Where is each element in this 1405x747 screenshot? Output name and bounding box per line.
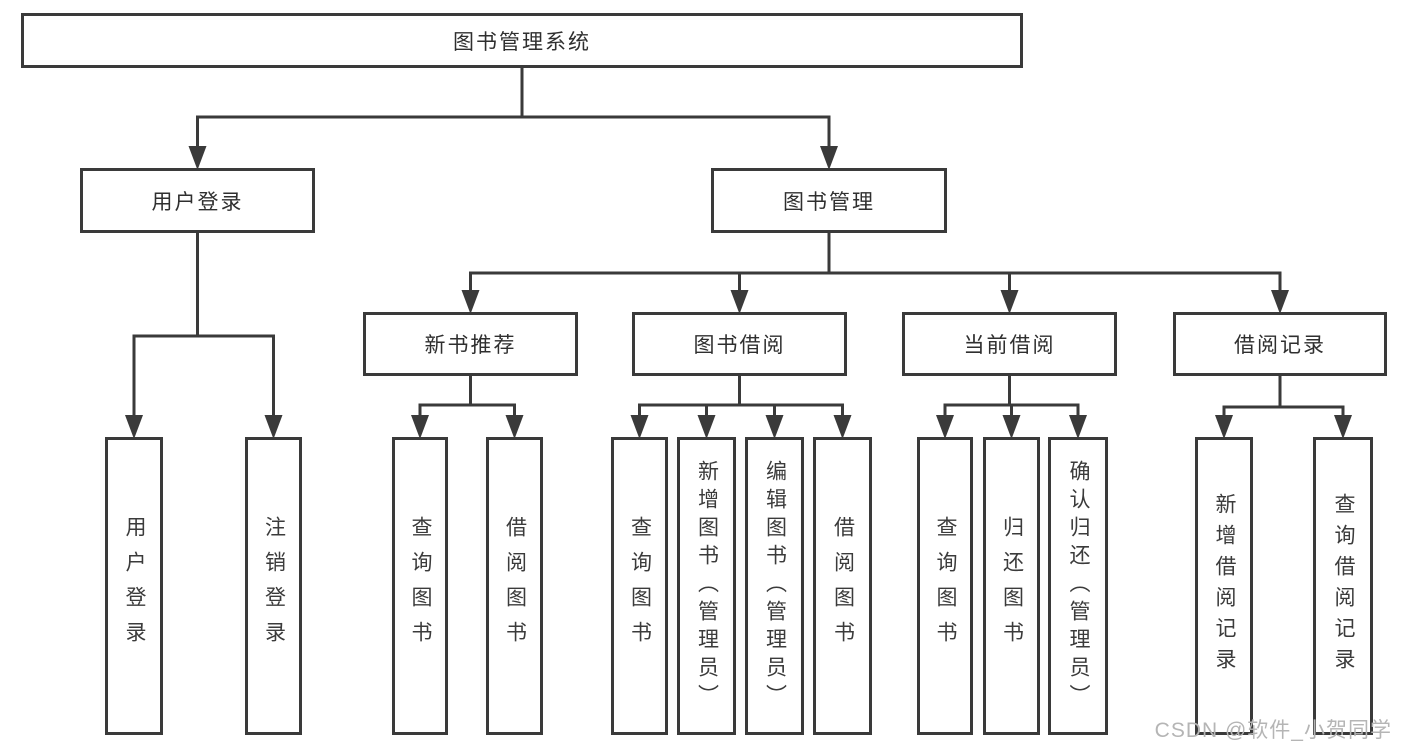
- node-label: 新增借阅记录: [1213, 493, 1236, 679]
- node-label: 借阅记录: [1234, 334, 1326, 357]
- node-label: 新增图书（管理员）: [695, 460, 719, 712]
- node-label: 编辑图书（管理员）: [763, 460, 787, 712]
- node-c2: 归还图书: [983, 437, 1040, 735]
- node-l2: 注销登录: [245, 437, 302, 735]
- watermark: CSDN @软件_小贺同学: [1154, 719, 1392, 742]
- node-label: 查询图书: [934, 516, 957, 656]
- node-label: 借阅图书: [831, 516, 855, 656]
- node-current: 当前借阅: [902, 312, 1117, 376]
- node-label: 查询图书: [409, 516, 432, 656]
- node-label: 当前借阅: [963, 334, 1056, 357]
- node-label: 用户登录: [151, 190, 244, 214]
- node-r2: 查询借阅记录: [1313, 437, 1373, 735]
- node-records: 借阅记录: [1173, 312, 1387, 376]
- node-label: 借阅图书: [503, 516, 527, 656]
- node-label: 注销登录: [262, 516, 286, 656]
- node-b1: 查询图书: [611, 437, 668, 735]
- node-b4: 借阅图书: [813, 437, 872, 735]
- node-r1: 新增借阅记录: [1195, 437, 1253, 735]
- node-label: 图书管理: [783, 190, 875, 214]
- node-borrow: 图书借阅: [632, 312, 847, 376]
- node-b2: 新增图书（管理员）: [677, 437, 736, 735]
- node-login: 用户登录: [80, 168, 315, 233]
- node-mgmt: 图书管理: [711, 168, 947, 233]
- node-n1: 查询图书: [392, 437, 448, 735]
- node-label: 查询图书: [628, 516, 652, 656]
- node-c3: 确认归还（管理员）: [1048, 437, 1108, 735]
- node-root: 图书管理系统: [21, 13, 1023, 68]
- node-label: 新书推荐: [424, 334, 517, 357]
- node-n2: 借阅图书: [486, 437, 543, 735]
- node-label: 查询借阅记录: [1332, 493, 1355, 679]
- node-label: 归还图书: [1000, 516, 1024, 656]
- node-label: 用户登录: [123, 516, 146, 656]
- node-newbook: 新书推荐: [363, 312, 578, 376]
- node-label: 图书管理系统: [453, 30, 591, 54]
- node-b3: 编辑图书（管理员）: [745, 437, 804, 735]
- node-l1: 用户登录: [105, 437, 163, 735]
- node-c1: 查询图书: [917, 437, 973, 735]
- node-label: 图书借阅: [693, 334, 786, 357]
- node-label: 确认归还（管理员）: [1067, 460, 1090, 712]
